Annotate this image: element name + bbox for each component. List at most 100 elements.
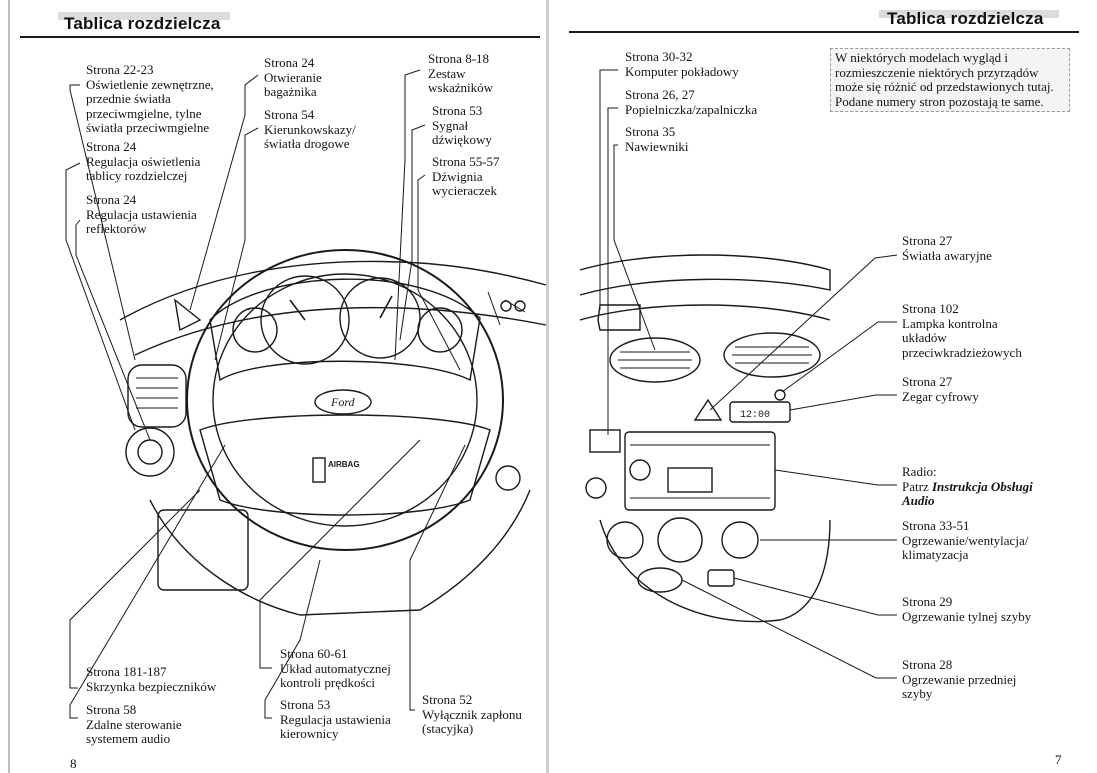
callout-ashtray-lighter: Strona 26, 27 Popielniczka/zapalniczka: [625, 87, 757, 117]
page-title-right: Tablica rozdzielcza: [887, 9, 1044, 28]
callout-text: Oświetlenie zewnętrzne,: [86, 76, 214, 92]
callout-text: Dźwignia: [432, 168, 483, 184]
callout-page-ref: Strona 24: [86, 192, 137, 207]
callout-text: Skrzynka bezpieczników: [86, 678, 217, 694]
callout-page-ref: Strona 60-61: [280, 646, 348, 661]
callout-page-ref: Radio:: [902, 464, 937, 479]
ford-logo: Ford: [330, 395, 356, 409]
climate-dial-left: [606, 521, 644, 559]
callout-page-ref: Strona 53: [432, 103, 483, 118]
callout-text: systemem audio: [86, 731, 171, 746]
callout-text: Lampka kontrolna: [902, 315, 998, 331]
callout-fuse-box: Strona 181-187 Skrzynka bezpieczników: [86, 664, 217, 694]
callout-page-ref: Strona 27: [902, 374, 953, 389]
fuse-box-cover: [157, 509, 249, 591]
header-tab-right: [879, 10, 1059, 18]
airbag-label-box: [312, 457, 326, 483]
callout-page-ref: Strona 30-32: [625, 49, 693, 64]
callout-text: Światła awaryjne: [902, 247, 992, 263]
callout-indicators: Strona 54 Kierunkowskazy/ światła drogow…: [264, 107, 356, 152]
scan-edge: [8, 0, 10, 773]
anti-theft-led: [774, 389, 786, 401]
callout-text: Zestaw: [428, 65, 466, 81]
callout-ignition: Strona 52 Wyłącznik zapłonu (stacyjka): [422, 692, 522, 737]
callout-text: kierownicy: [280, 726, 339, 741]
clock-readout: 12:00: [740, 410, 770, 421]
radio-display: [667, 467, 713, 493]
callout-digital-clock: Strona 27 Zegar cyfrowy: [902, 374, 979, 404]
callout-page-ref: Strona 35: [625, 124, 676, 139]
callout-rear-window-heater: Strona 29 Ogrzewanie tylnej szyby: [902, 594, 1031, 624]
callout-page-ref: Strona 33-51: [902, 518, 970, 533]
callout-text: (stacyjka): [422, 721, 474, 736]
callout-windscreen-heater: Strona 28 Ogrzewanie przedniej szyby: [902, 657, 1016, 702]
callout-text: Komputer pokładowy: [625, 63, 739, 79]
windscreen-heater-button: [637, 567, 683, 593]
left-dashboard-drawing: [65, 69, 547, 719]
instrument-cluster: [209, 278, 481, 382]
callout-radio: Radio: Patrz Instrukcja Obsługi Audio: [902, 464, 1033, 509]
callout-trip-computer: Strona 30-32 Komputer pokładowy: [625, 49, 739, 79]
callout-exterior-lighting: Strona 22-23 Oświetlenie zewnętrzne, prz…: [86, 62, 214, 136]
callout-horn: Strona 53 Sygnał dźwiękowy: [432, 103, 492, 148]
callout-instrument-cluster: Strona 8-18 Zestaw wskaźników: [428, 51, 493, 96]
callout-anti-theft-lamp: Strona 102 Lampka kontrolna układów prze…: [902, 301, 1022, 360]
callout-page-ref: Strona 52: [422, 692, 473, 707]
callout-page-ref: Strona 54: [264, 107, 315, 122]
callout-climate: Strona 33-51 Ogrzewanie/wentylacja/ klim…: [902, 518, 1028, 563]
right-page: Tablica rozdzielcza Strona 30-32 Kompute…: [549, 0, 1097, 773]
steering-wheel: [186, 249, 504, 551]
callout-text: Regulacja oświetlenia: [86, 153, 201, 169]
callout-text: reflektorów: [86, 221, 147, 236]
ford-logo-oval: [314, 389, 372, 415]
callout-text: przeciwkradzieżowych: [902, 344, 1022, 360]
header-rule-right: [569, 31, 1079, 33]
callout-text: Patrz Instrukcja Obsługi: [902, 478, 1033, 495]
callout-text-prefix: Patrz: [902, 478, 929, 494]
airbag-label: AIRBAG: [328, 460, 360, 469]
callout-text: Nawiewniki: [625, 138, 689, 154]
callout-text: Regulacja ustawienia: [86, 206, 197, 222]
lighter: [585, 477, 607, 499]
callout-page-ref: Strona 26, 27: [625, 87, 695, 102]
callout-page-ref: Strona 58: [86, 702, 137, 717]
hazard-button: [693, 398, 723, 421]
radio-unit: [624, 431, 776, 511]
climate-dial-center: [657, 517, 703, 563]
center-vent-left: [609, 337, 701, 383]
digital-clock: [729, 401, 791, 423]
callout-page-ref: Strona 28: [902, 657, 953, 672]
callout-text: Zegar cyfrowy: [902, 388, 979, 404]
callout-audio-remote: Strona 58 Zdalne sterowanie systemem aud…: [86, 702, 182, 747]
callout-text: przeciwmgielne, tylne: [86, 105, 202, 121]
callout-text-italic: Instrukcja Obsługi: [931, 478, 1033, 494]
header-rule-left: [20, 36, 540, 38]
callout-wiper-lever: Strona 55-57 Dźwignia wycieraczek: [432, 154, 500, 199]
callout-text: tablicy rozdzielczej: [86, 168, 188, 183]
callout-page-ref: Strona 22-23: [86, 62, 154, 77]
callout-text: dźwiękowy: [432, 132, 492, 147]
callout-text: Regulacja ustawienia: [280, 711, 391, 727]
page-number-left: 8: [70, 756, 77, 771]
callout-steering-adjust: Strona 53 Regulacja ustawienia kierownic…: [280, 697, 391, 742]
callout-text: Układ automatycznej: [280, 660, 391, 676]
callout-page-ref: Strona 181-187: [86, 664, 167, 679]
ashtray: [589, 429, 621, 453]
callout-text: Wyłącznik zapłonu: [422, 706, 522, 722]
callout-text: Zdalne sterowanie: [86, 716, 182, 732]
temp-gauge: [417, 307, 463, 353]
light-switch-dial: [125, 427, 175, 477]
callout-text: kontroli prędkości: [280, 675, 375, 690]
climate-dial-right: [721, 521, 759, 559]
page-title-left: Tablica rozdzielcza: [64, 14, 221, 33]
right-dashboard-drawing: [579, 69, 898, 679]
wheel-hub: [199, 414, 491, 516]
speedometer: [260, 275, 350, 365]
callout-page-ref: Strona 102: [902, 301, 959, 316]
callout-text-italic: Audio: [902, 493, 935, 508]
callout-page-ref: Strona 24: [264, 55, 315, 70]
callout-text: wskaźników: [428, 80, 493, 95]
callout-cruise-control: Strona 60-61 Układ automatycznej kontrol…: [280, 646, 391, 691]
callout-page-ref: Strona 29: [902, 594, 953, 609]
callout-air-vents: Strona 35 Nawiewniki: [625, 124, 689, 154]
